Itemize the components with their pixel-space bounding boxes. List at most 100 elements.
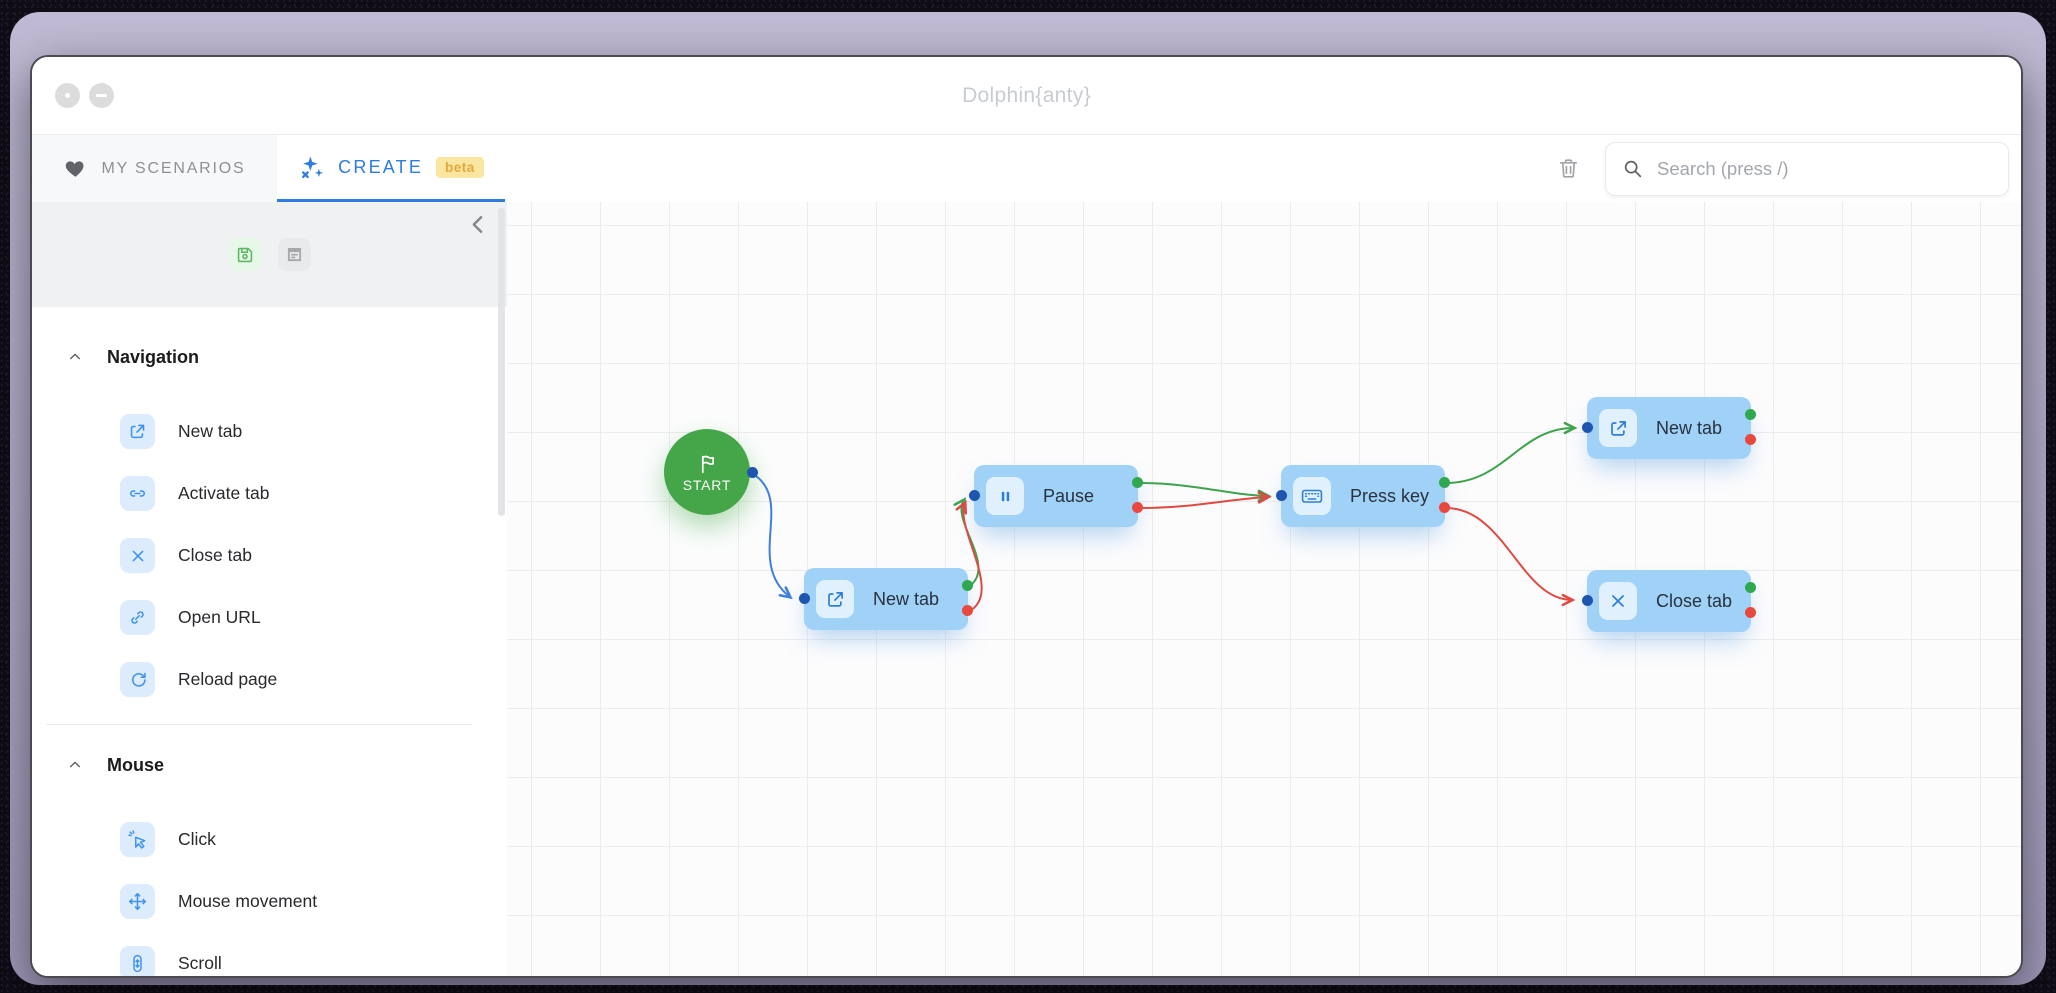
sidebar-item-activate-tab[interactable]: Activate tab [120, 476, 507, 511]
collapse-sidebar-icon[interactable] [466, 212, 491, 237]
activate-tab-icon [120, 476, 155, 511]
node-label: Pause [1043, 485, 1095, 506]
new-tab-icon [1599, 409, 1637, 447]
keyboard-icon [1293, 477, 1331, 515]
chevron-up-icon [67, 349, 83, 365]
output-port[interactable] [747, 467, 758, 478]
close-tab-icon [1599, 582, 1637, 620]
node-new-tab-1[interactable]: New tab [799, 568, 973, 630]
edge-pause-success-to-press-key [1139, 482, 1272, 502]
input-port[interactable] [1276, 490, 1287, 501]
flow-canvas[interactable]: START New tab Pause [507, 202, 2021, 976]
pause-icon [986, 477, 1024, 515]
blocks-sidebar: Navigation New tab Activate tab Close ta… [32, 202, 507, 976]
beta-badge: beta [436, 156, 484, 178]
success-port[interactable] [1439, 477, 1450, 488]
sidebar-header [32, 202, 507, 307]
section-label: Mouse [107, 754, 165, 775]
sidebar-item-label: Open URL [178, 607, 261, 627]
error-port[interactable] [1745, 434, 1756, 445]
search-icon [1622, 158, 1644, 180]
tab-create-label: CREATE [338, 156, 424, 177]
section-divider [46, 724, 472, 725]
save-scenario-button[interactable] [228, 238, 262, 271]
input-port[interactable] [969, 490, 980, 501]
node-press-key[interactable]: Press key [1276, 465, 1450, 527]
dot-icon [65, 93, 70, 98]
new-tab-icon [120, 414, 155, 449]
node-pause[interactable]: Pause [969, 465, 1143, 527]
sidebar-item-label: New tab [178, 421, 243, 441]
title-bar: Dolphin{anty} [32, 57, 2021, 135]
chevron-up-icon [67, 757, 83, 773]
section-mouse: Mouse Click Mouse movement Scroll [32, 753, 507, 976]
trash-icon[interactable] [1556, 156, 1581, 181]
main-area: Navigation New tab Activate tab Close ta… [32, 202, 2021, 976]
sidebar-item-open-url[interactable]: Open URL [120, 600, 507, 635]
sidebar-item-mouse-movement[interactable]: Mouse movement [120, 884, 507, 919]
input-port[interactable] [799, 593, 810, 604]
scroll-icon [120, 946, 155, 976]
tab-my-scenarios[interactable]: MY SCENARIOS [32, 135, 277, 202]
window-controls [32, 83, 114, 108]
error-port[interactable] [962, 605, 973, 616]
edge-start-to-new-tab-1 [752, 473, 793, 600]
window-minimize-button[interactable] [89, 83, 114, 108]
flag-icon [695, 452, 719, 476]
error-port[interactable] [1132, 502, 1143, 513]
success-port[interactable] [1745, 582, 1756, 593]
section-mouse-header[interactable]: Mouse [67, 753, 507, 777]
input-port[interactable] [1582, 422, 1593, 433]
success-port[interactable] [962, 580, 973, 591]
section-navigation-header[interactable]: Navigation [67, 345, 507, 369]
sidebar-item-label: Close tab [178, 545, 252, 565]
heart-icon [64, 157, 87, 180]
form-icon [284, 244, 305, 265]
error-port[interactable] [1745, 607, 1756, 618]
tab-my-scenarios-label: MY SCENARIOS [101, 159, 246, 177]
window-back-button[interactable] [55, 83, 80, 108]
search-box [1605, 141, 2009, 196]
new-tab-icon [816, 580, 854, 618]
sidebar-item-click[interactable]: Click [120, 822, 507, 857]
error-port[interactable] [1439, 502, 1450, 513]
save-icon [234, 244, 256, 266]
node-label: START [682, 476, 732, 493]
sidebar-scrollbar[interactable] [498, 208, 505, 516]
app-window: Dolphin{anty} MY SCENARIOS CREATE beta [30, 55, 2023, 978]
section-navigation: Navigation New tab Activate tab Close ta… [32, 345, 507, 697]
minus-icon [96, 93, 107, 98]
sidebar-item-label: Scroll [178, 953, 222, 973]
sparkles-icon [298, 154, 325, 181]
input-port[interactable] [1582, 595, 1593, 606]
sidebar-item-label: Reload page [178, 669, 278, 689]
node-label: New tab [1656, 417, 1723, 438]
scenario-form-button[interactable] [277, 238, 311, 271]
sidebar-item-reload-page[interactable]: Reload page [120, 662, 507, 697]
success-port[interactable] [1745, 409, 1756, 420]
node-new-tab-2[interactable]: New tab [1582, 397, 1756, 459]
search-input[interactable] [1657, 157, 1992, 180]
sidebar-item-label: Activate tab [178, 483, 270, 503]
edge-press-key-success-to-new-tab-2 [1445, 421, 1578, 484]
sidebar-item-close-tab[interactable]: Close tab [120, 538, 507, 573]
tab-create[interactable]: CREATE beta [277, 135, 505, 202]
flow-edges [752, 421, 1578, 613]
success-port[interactable] [1132, 477, 1143, 488]
node-start[interactable]: START [664, 429, 758, 515]
click-icon [120, 822, 155, 857]
reload-page-icon [120, 662, 155, 697]
sidebar-item-label: Click [178, 829, 216, 849]
edge-pause-error-to-press-key [1139, 491, 1272, 509]
node-close-tab[interactable]: Close tab [1582, 570, 1756, 632]
sidebar-item-label: Mouse movement [178, 891, 318, 911]
sidebar-item-new-tab[interactable]: New tab [120, 414, 507, 449]
open-url-icon [120, 600, 155, 635]
sidebar-item-scroll[interactable]: Scroll [120, 946, 507, 976]
toolbar-right [1556, 135, 2021, 202]
node-label: New tab [873, 588, 940, 609]
edge-press-key-error-to-close-tab [1445, 507, 1576, 607]
app-title: Dolphin{anty} [962, 83, 1091, 107]
edge-new-tab-1-error-to-pause [955, 499, 983, 613]
mouse-movement-icon [120, 884, 155, 919]
